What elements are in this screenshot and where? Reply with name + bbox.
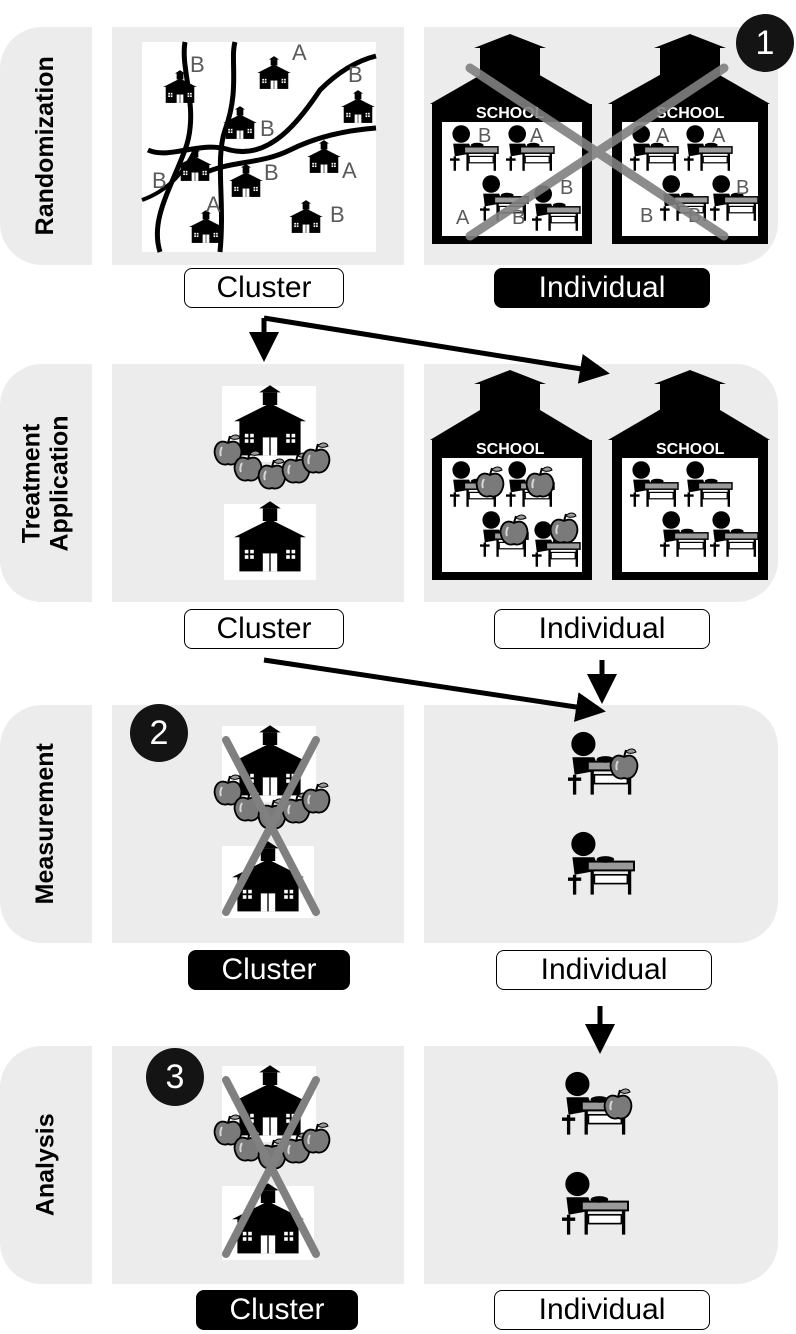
map-letter: B (190, 52, 205, 77)
cross-mark-icon (465, 63, 729, 241)
treatment-cluster-label: Cluster (184, 609, 344, 649)
randomization-individual-label: Individual (494, 268, 710, 308)
map-letter: A (342, 158, 357, 183)
school-sign: SCHOOL (656, 441, 725, 458)
class-letter: A (712, 125, 726, 147)
randomization-cluster-label: Cluster (184, 268, 344, 308)
stage-row-measurement (0, 705, 778, 943)
cross-mark-icon (222, 1076, 320, 1258)
school-map (141, 41, 377, 253)
map-letter: A (206, 192, 221, 217)
measured-students (566, 730, 639, 897)
class-letter: B (736, 177, 749, 199)
map-letter: B (260, 116, 275, 141)
arrow-icon (263, 657, 617, 722)
classroom-treated: SCHOOL (430, 370, 592, 580)
class-letter: B (560, 177, 573, 199)
classroom-control: SCHOOL (608, 370, 770, 580)
arrow-icon (249, 315, 610, 384)
separator (92, 1046, 112, 1284)
class-letter: A (456, 207, 470, 229)
school-sign: SCHOOL (476, 441, 545, 458)
classroom-right: SCHOOL (608, 34, 770, 244)
separator (404, 364, 424, 602)
map-letter: B (264, 160, 279, 185)
measurement-cluster-label: Cluster (188, 950, 350, 990)
separator (404, 27, 424, 265)
step-badge-1: 1 (736, 14, 794, 72)
class-letter: A (656, 125, 670, 147)
step-badge-3: 3 (146, 1048, 204, 1106)
separator (404, 1046, 424, 1284)
analysis-individual-label: Individual (494, 1290, 710, 1330)
treatment-individual-label: Individual (494, 609, 710, 649)
step-badge-2: 2 (130, 704, 188, 762)
separator (92, 364, 112, 602)
treated-school (213, 384, 331, 490)
separator (404, 705, 424, 943)
map-letter: A (292, 40, 307, 65)
control-school (224, 500, 316, 580)
stage-row-analysis (0, 1046, 778, 1284)
cross-mark-icon (222, 736, 320, 916)
map-letter: B (330, 202, 345, 227)
class-letter: B (640, 205, 653, 227)
separator (92, 705, 112, 943)
analysis-students (560, 1070, 633, 1237)
class-letter: B (478, 125, 491, 147)
measurement-individual-label: Individual (496, 950, 712, 990)
map-letter: B (348, 62, 363, 87)
class-letter: A (530, 125, 544, 147)
school-sign: SCHOOL (656, 105, 725, 122)
class-letter: B (512, 207, 525, 229)
separator (92, 27, 112, 265)
map-letter: B (152, 168, 167, 193)
analysis-cluster-label: Cluster (196, 1290, 358, 1330)
